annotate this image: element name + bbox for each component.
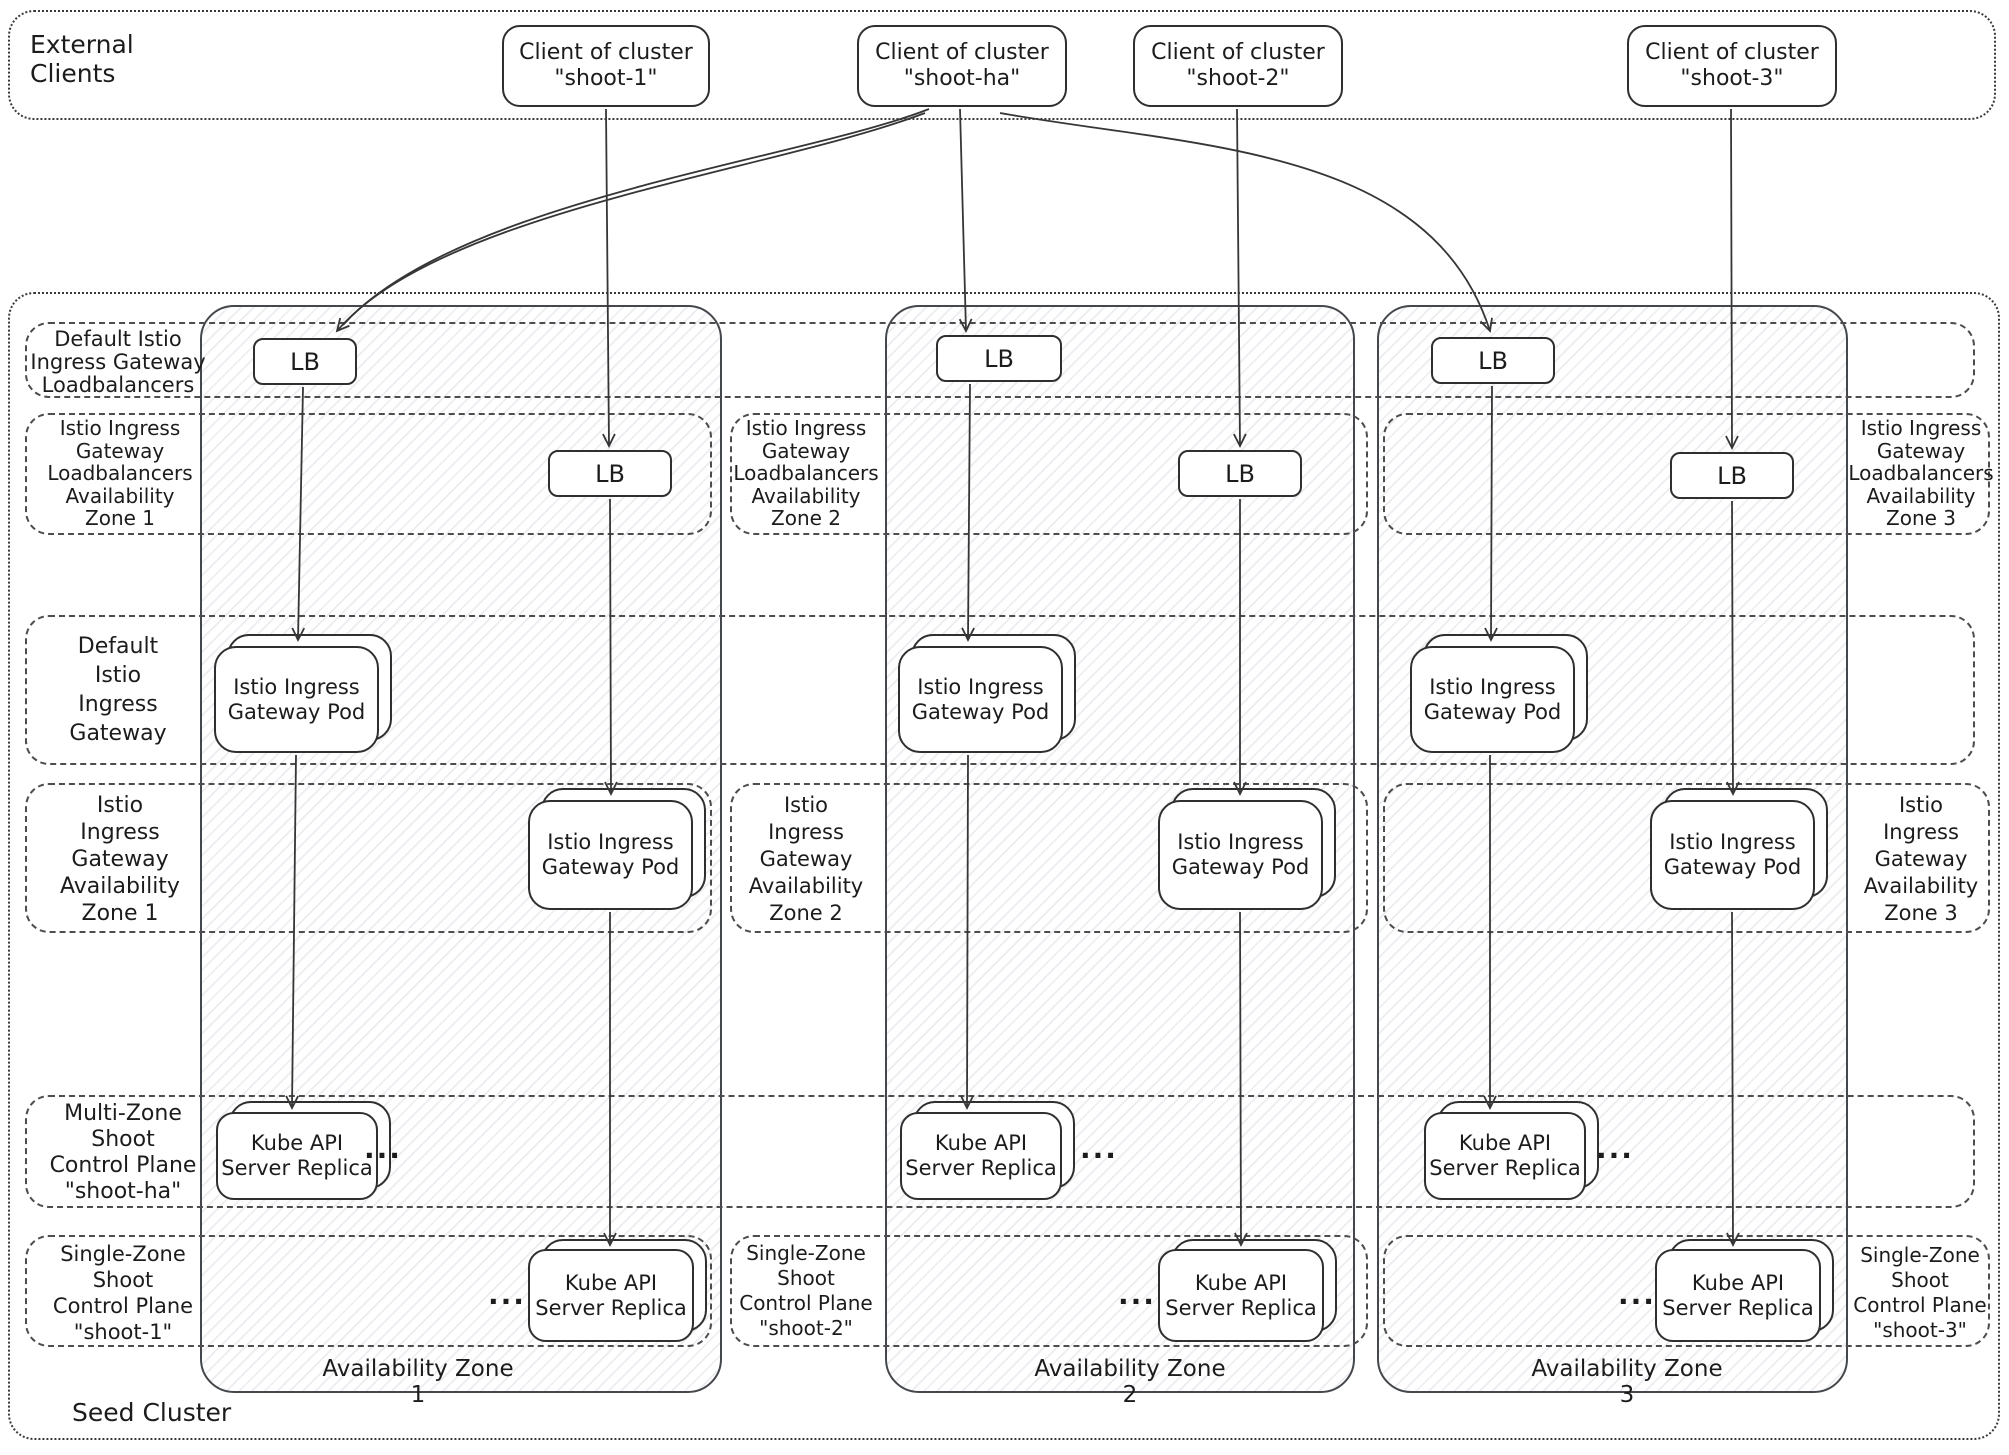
- band-ingress-lb-zone3: [1383, 413, 1990, 535]
- arrow-shootha-to-lb-zone2: [958, 108, 973, 334]
- client-box-shoot-2: Client of cluster "shoot-2": [1133, 25, 1343, 107]
- band-ingress-lb-zone3-label: Istio Ingress Gateway Loadbalancers Avai…: [1848, 416, 1994, 530]
- lb-box-zone2-default: LB: [936, 335, 1062, 382]
- band-ingress-gw-zone3: [1383, 783, 1990, 933]
- band-multi-zone-control-plane: [25, 1095, 1975, 1208]
- band-single-zone-cp-zone1: [25, 1235, 712, 1347]
- ellipsis-more-replicas: ...: [1080, 1132, 1118, 1165]
- band-ingress-gw-zone1: [25, 783, 712, 933]
- kube-api-server-replica-zone2-single: Kube API Server Replica: [1158, 1249, 1324, 1342]
- istio-ingress-gateway-pod-zone1-zonal: Istio Ingress Gateway Pod: [528, 800, 693, 910]
- seed-cluster-container: [8, 292, 2000, 1440]
- zone-2-label: Availability Zone 2: [1034, 1356, 1226, 1408]
- istio-ingress-gateway-pod-zone2-zonal: Istio Ingress Gateway Pod: [1158, 800, 1323, 910]
- band-ingress-gw-zone1-label: Istio Ingress Gateway Availability Zone …: [60, 793, 180, 926]
- arrow-shoot3-to-lb: [1725, 108, 1739, 451]
- istio-ingress-gateway-pod-zone3-zonal: Istio Ingress Gateway Pod: [1650, 800, 1815, 910]
- band-single-zone-cp-zone1-label: Single-Zone Shoot Control Plane "shoot-1…: [52, 1242, 194, 1344]
- arrow-pod-to-replica-zone1-multi: [285, 754, 299, 1111]
- istio-ingress-gateway-pod-zone1-default: Istio Ingress Gateway Pod: [214, 646, 379, 753]
- external-clients-label: External Clients: [30, 30, 134, 88]
- arrow-lb-to-pod-zone3-zonal: [1726, 500, 1740, 797]
- band-ingress-lb-zone1: [25, 413, 712, 535]
- lb-box-zone2-zonal: LB: [1178, 450, 1302, 497]
- arrow-lb-to-pod-zone1-default: [291, 386, 306, 643]
- band-ingress-lb-zone2: [730, 413, 1368, 535]
- external-clients-container: [8, 10, 1996, 120]
- band-default-ingress-loadbalancers-label: Default Istio Ingress Gateway Loadbalanc…: [30, 327, 206, 397]
- band-default-ingress-gateway-label: Default Istio Ingress Gateway: [69, 634, 167, 746]
- ellipsis-more-replicas: ...: [1118, 1278, 1156, 1311]
- band-default-ingress-gateway: [25, 615, 1975, 765]
- band-ingress-gw-zone3-label: Istio Ingress Gateway Availability Zone …: [1863, 793, 1979, 925]
- ellipsis-more-replicas: ...: [1618, 1278, 1656, 1311]
- kube-api-server-replica-zone3-single: Kube API Server Replica: [1655, 1249, 1821, 1342]
- arrow-shoot2-to-lb: [1233, 108, 1247, 449]
- arrow-shootha-to-lb-zone1: [335, 112, 926, 333]
- arrow-pod-to-replica-zone2-multi: [960, 754, 974, 1111]
- arrow-lb-to-pod-zone3-default: [1484, 385, 1498, 643]
- band-single-zone-cp-zone3: [1383, 1235, 1990, 1347]
- lb-box-zone1-default: LB: [253, 338, 357, 385]
- arrow-pod-to-replica-zone3-single: [1726, 911, 1740, 1248]
- arrow-shootha-to-lb-zone1-doubleline: [342, 108, 930, 326]
- band-ingress-lb-zone1-label: Istio Ingress Gateway Loadbalancers Avai…: [47, 416, 193, 530]
- lb-box-zone3-zonal: LB: [1670, 452, 1794, 499]
- lb-box-zone3-default: LB: [1431, 337, 1555, 384]
- ellipsis-more-replicas: ...: [488, 1278, 526, 1311]
- seed-cluster-label: Seed Cluster: [72, 1398, 232, 1427]
- kube-api-server-replica-zone1-multi: Kube API Server Replica: [216, 1112, 378, 1200]
- ellipsis-more-replicas: ...: [1596, 1132, 1634, 1165]
- arrow-lb-to-pod-zone2-default: [961, 383, 975, 643]
- band-ingress-gw-zone2-label: Istio Ingress Gateway Availability Zone …: [748, 793, 864, 925]
- band-default-ingress-loadbalancers: [25, 322, 1975, 398]
- arrow-shootha-to-lb-zone3: [999, 112, 1493, 333]
- kube-api-server-replica-zone3-multi: Kube API Server Replica: [1424, 1112, 1586, 1200]
- ellipsis-more-replicas: ...: [364, 1132, 402, 1165]
- arrow-pod-to-replica-zone2-single: [1234, 911, 1248, 1248]
- istio-ingress-gateway-pod-zone2-default: Istio Ingress Gateway Pod: [898, 646, 1063, 753]
- client-box-shoot-ha: Client of cluster "shoot-ha": [857, 25, 1067, 107]
- lb-box-zone1-zonal: LB: [548, 450, 672, 497]
- kube-api-server-replica-zone2-multi: Kube API Server Replica: [900, 1112, 1062, 1200]
- istio-ingress-gateway-pod-zone3-default: Istio Ingress Gateway Pod: [1410, 646, 1575, 753]
- arrow-shoot1-to-lb: [602, 108, 616, 449]
- client-box-shoot-1: Client of cluster "shoot-1": [502, 25, 710, 107]
- kube-api-server-replica-zone1-single: Kube API Server Replica: [528, 1249, 694, 1342]
- arrow-lb-to-pod-zone1-zonal: [604, 498, 618, 797]
- zone-1-label: Availability Zone 1: [322, 1356, 514, 1408]
- band-ingress-gw-zone2: [730, 783, 1368, 933]
- band-multi-zone-control-plane-label: Multi-Zone Shoot Control Plane "shoot-ha…: [49, 1101, 197, 1204]
- band-single-zone-cp-zone2: [730, 1235, 1368, 1347]
- band-ingress-lb-zone2-label: Istio Ingress Gateway Loadbalancers Avai…: [733, 416, 879, 530]
- zone-3-label: Availability Zone 3: [1531, 1356, 1723, 1408]
- client-box-shoot-3: Client of cluster "shoot-3": [1627, 25, 1837, 107]
- band-single-zone-cp-zone3-label: Single-Zone Shoot Control Plane "shoot-3…: [1853, 1243, 1987, 1342]
- band-single-zone-cp-zone2-label: Single-Zone Shoot Control Plane "shoot-2…: [739, 1241, 873, 1340]
